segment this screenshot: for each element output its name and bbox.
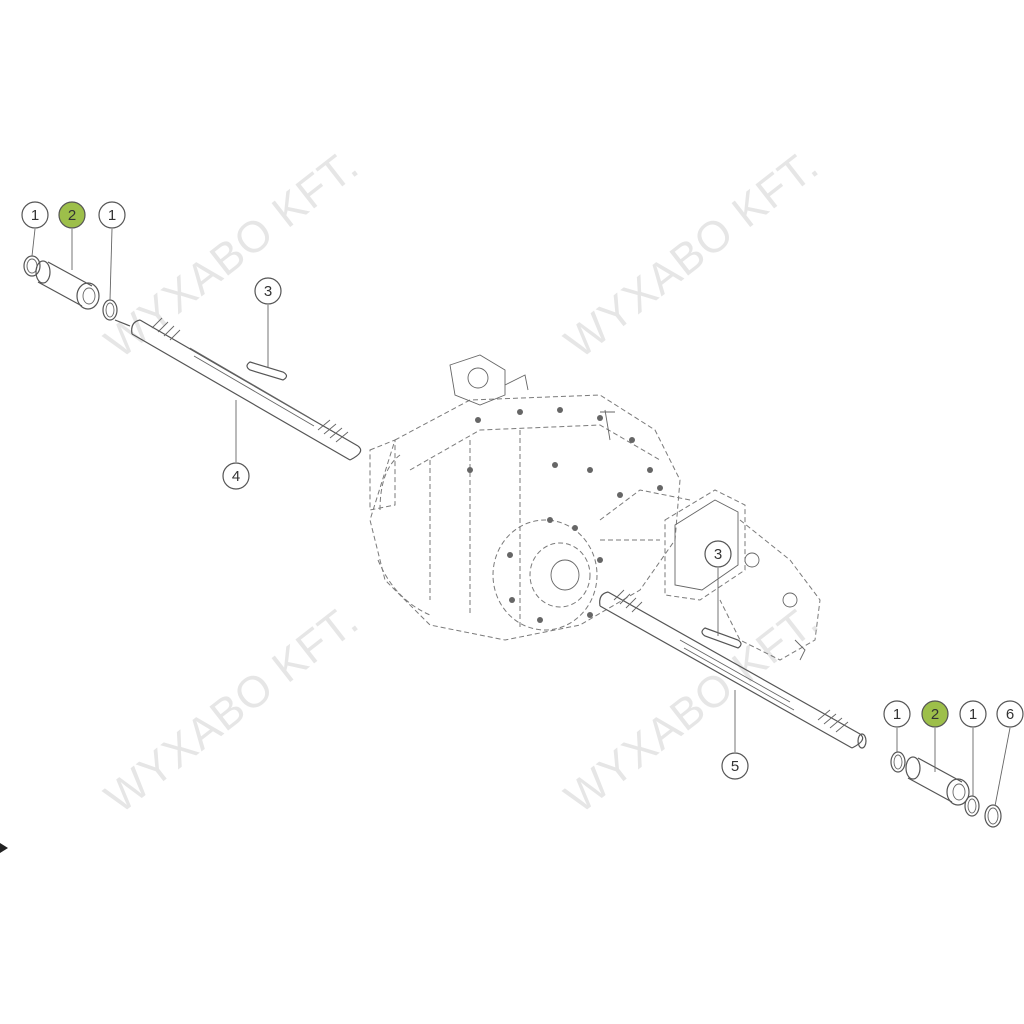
key-parts bbox=[246, 361, 742, 649]
watermark-bottom-left: WYXABO KFT. bbox=[96, 595, 368, 823]
right-bushing-assembly bbox=[890, 751, 1002, 828]
callout-label: 6 bbox=[1006, 706, 1014, 723]
callout-3-right-key[interactable]: 3 bbox=[704, 540, 732, 568]
left-shaft bbox=[114, 317, 362, 461]
watermark-top-right: WYXABO KFT. bbox=[556, 140, 828, 368]
callout-1-right-inner[interactable]: 1 bbox=[883, 700, 911, 728]
edge-arrow-icon bbox=[0, 843, 8, 853]
callout-label: 2 bbox=[68, 207, 76, 224]
leader-lines bbox=[31, 228, 1011, 807]
callout-1-left-outer[interactable]: 1 bbox=[21, 201, 49, 229]
callout-1-left-inner[interactable]: 1 bbox=[98, 201, 126, 229]
callout-label: 3 bbox=[264, 283, 272, 300]
callout-2-left-bushing[interactable]: 2 bbox=[58, 201, 86, 229]
watermark-top-left: WYXABO KFT. bbox=[96, 140, 368, 368]
right-shaft bbox=[599, 589, 867, 749]
callout-label: 4 bbox=[232, 468, 240, 485]
callout-label: 1 bbox=[969, 706, 977, 723]
left-bushing-assembly bbox=[23, 255, 118, 321]
callout-3-left-key[interactable]: 3 bbox=[254, 277, 282, 305]
callout-4-left-shaft[interactable]: 4 bbox=[222, 462, 250, 490]
callout-label: 3 bbox=[714, 546, 722, 563]
callout-label: 1 bbox=[893, 706, 901, 723]
callout-2-right-bushing[interactable]: 2 bbox=[921, 700, 949, 728]
callout-5-right-shaft[interactable]: 5 bbox=[721, 752, 749, 780]
watermark-bottom-right: WYXABO KFT. bbox=[556, 595, 828, 823]
watermark-group: WYXABO KFT. WYXABO KFT. WYXABO KFT. WYXA… bbox=[96, 140, 828, 823]
callout-6-end-ring[interactable]: 6 bbox=[996, 700, 1024, 728]
gearbox-housing bbox=[369, 354, 821, 661]
callout-1-right-outer[interactable]: 1 bbox=[959, 700, 987, 728]
callout-label: 5 bbox=[731, 758, 739, 775]
callout-label: 1 bbox=[31, 207, 39, 224]
callout-label: 1 bbox=[108, 207, 116, 224]
callout-label: 2 bbox=[931, 706, 939, 723]
